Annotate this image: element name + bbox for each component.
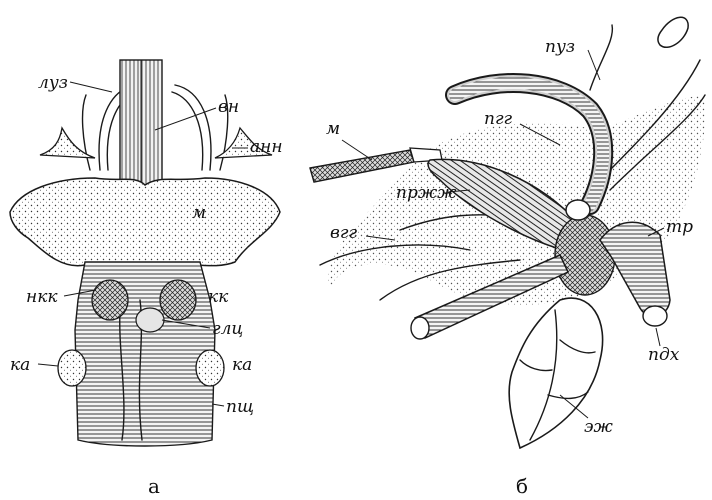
label-m-b: м [326, 119, 340, 139]
caption-b: б [516, 474, 528, 498]
label-vgg: вгг [330, 223, 357, 243]
label-puz: пуз [545, 37, 575, 57]
label-vn: вн [218, 97, 239, 117]
label-zh: эж [584, 417, 614, 437]
label-pdkh: пдх [648, 345, 680, 365]
label-nkk: нкк [26, 287, 58, 307]
panel-a: луз вн анн м нкк кк глц ка ка пщ а [10, 60, 283, 498]
label-ka-right: ка [232, 355, 252, 375]
label-przh: пржж [396, 183, 457, 203]
label-pshc: пщ [226, 397, 254, 417]
label-luz: луз [38, 73, 68, 93]
label-ann: анн [250, 137, 283, 157]
panel-b: пуз м пгг пржж вгг тр пдх эж б [310, 17, 705, 498]
caption-a: а [148, 474, 160, 498]
label-tr: тр [666, 217, 693, 237]
stippled-mass-m [10, 178, 280, 266]
label-ka-left: ка [10, 355, 30, 375]
label-glc: глц [212, 319, 243, 339]
label-m-a: м [192, 203, 206, 223]
label-pgg: пгг [484, 109, 513, 129]
label-kk: кк [208, 287, 229, 307]
